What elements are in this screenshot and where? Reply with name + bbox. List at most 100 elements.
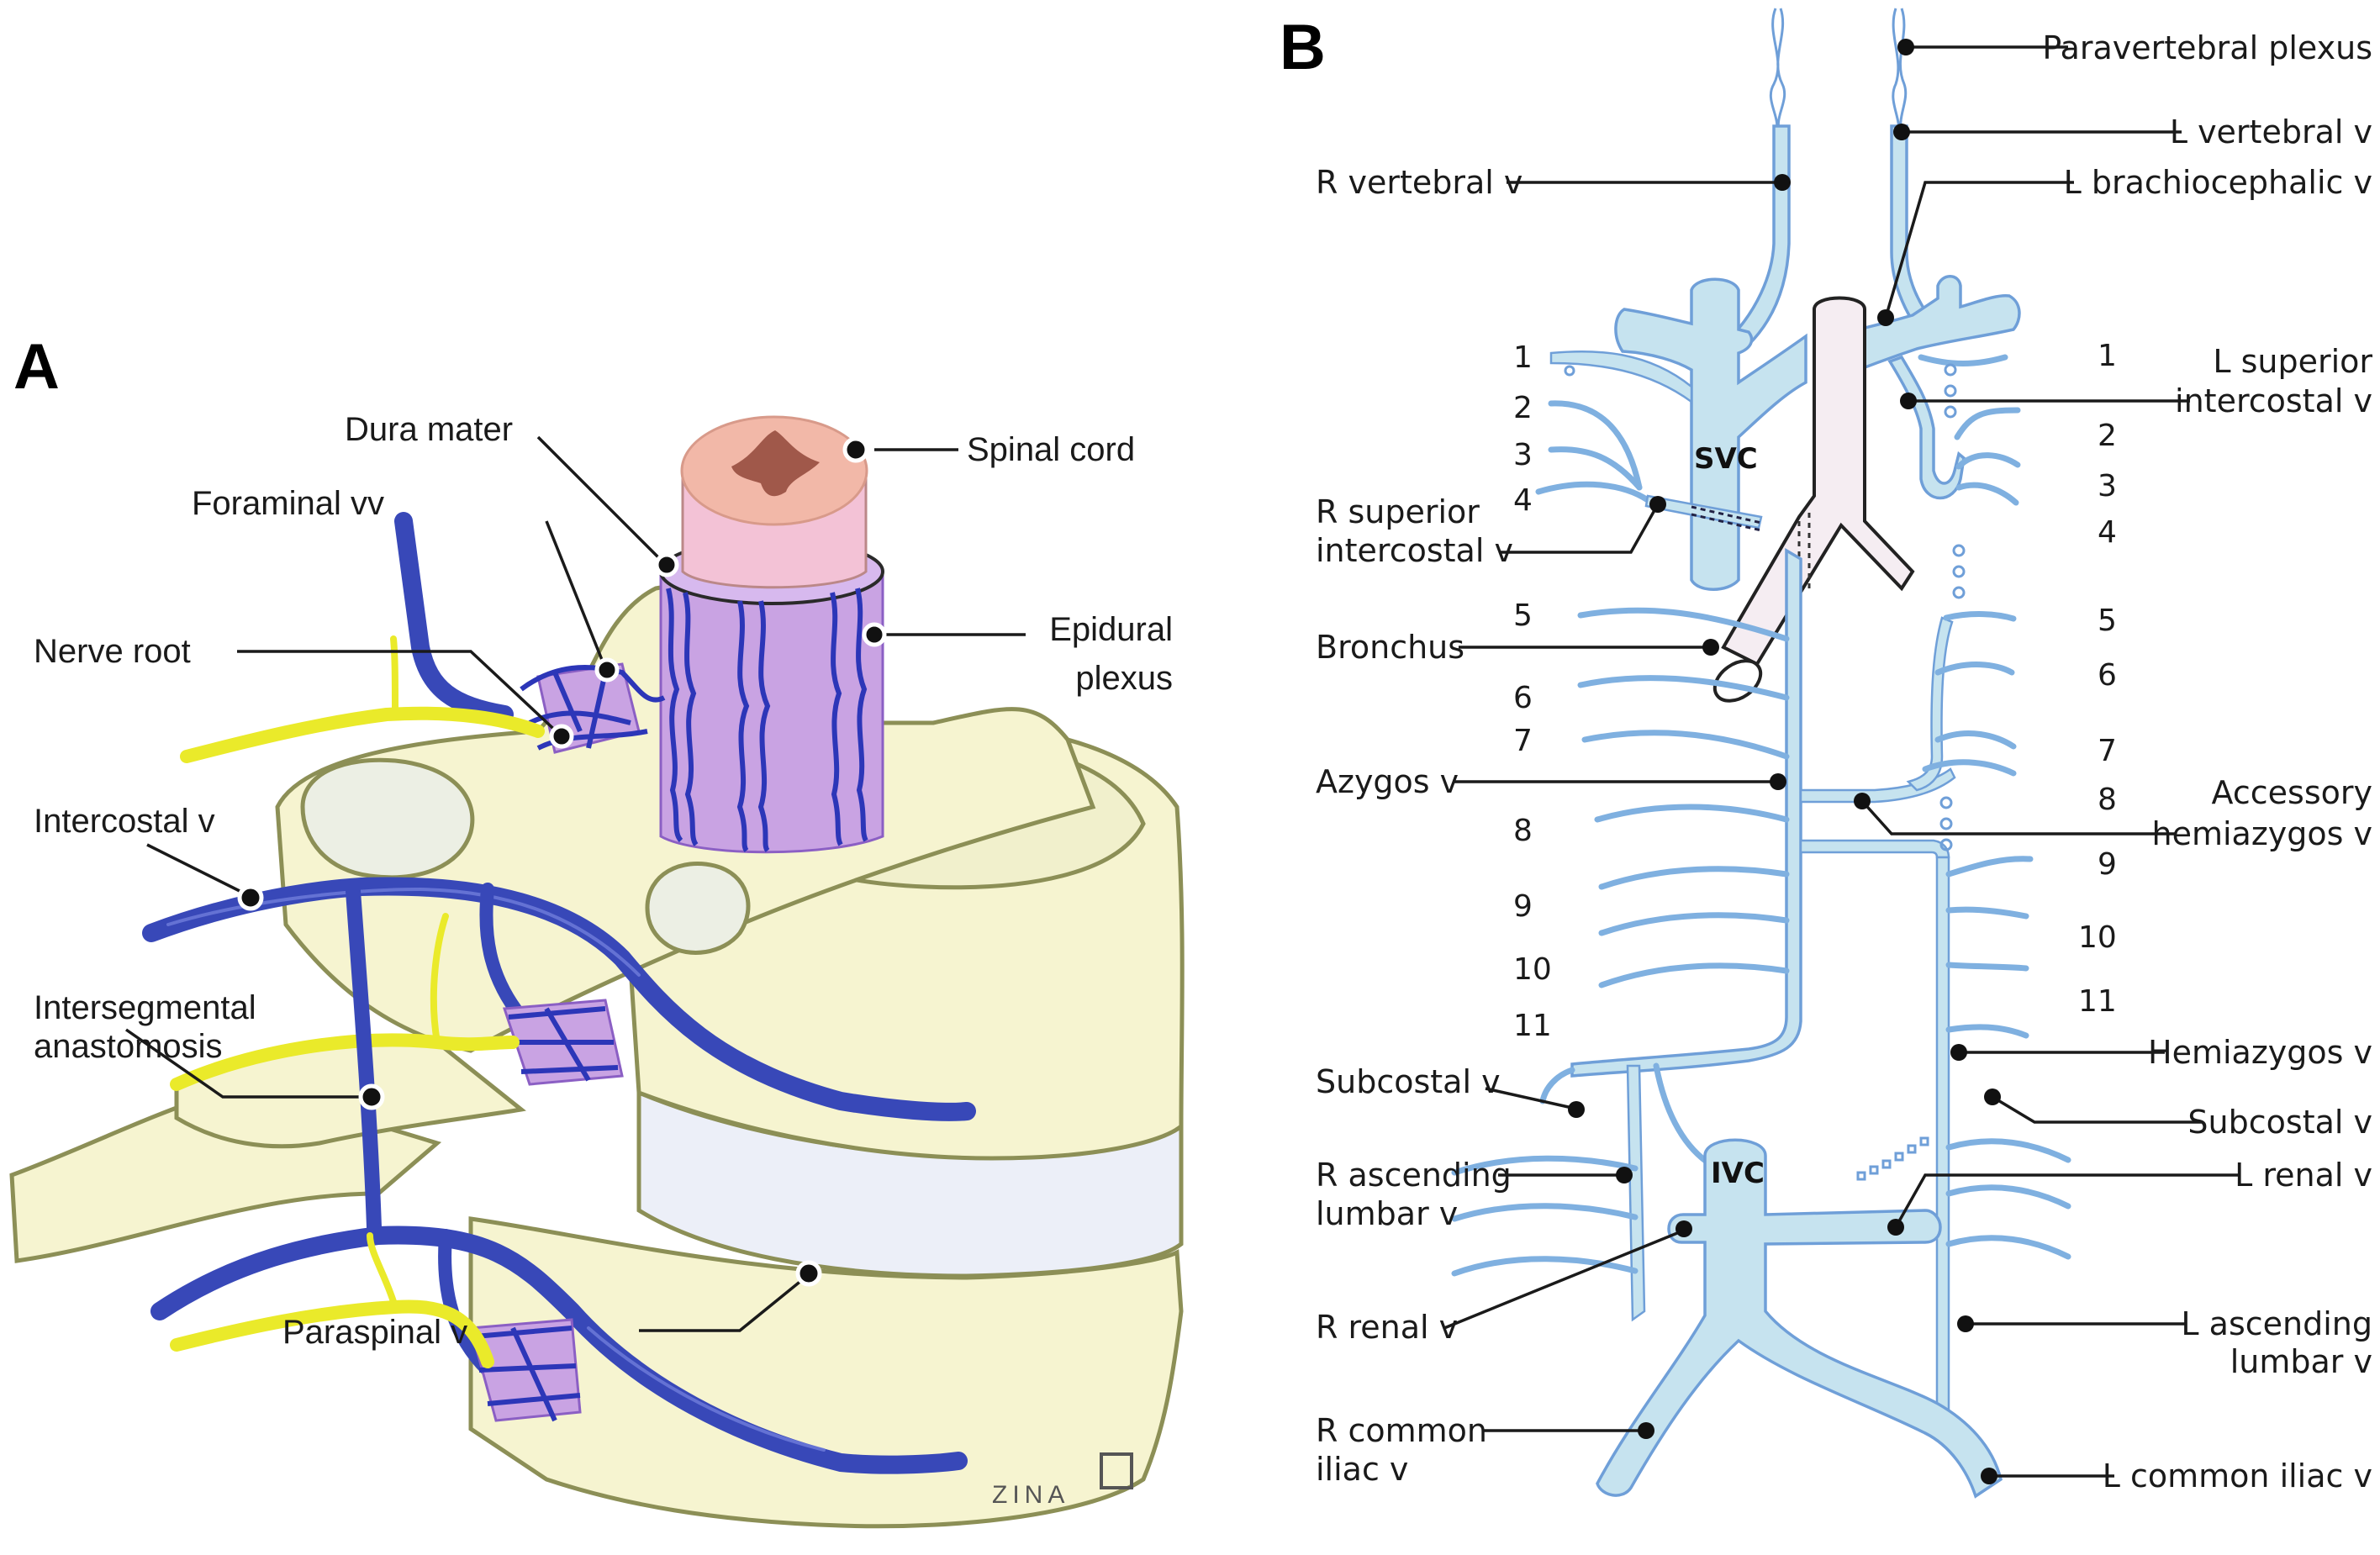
label-r-superior-intercostal-line2: intercostal v: [1316, 532, 1513, 569]
r-first-intercostal: [1549, 350, 1693, 404]
label-r-subcostal-v: Subcostal v: [1316, 1063, 1501, 1100]
rib-number-left: 3: [1513, 438, 1533, 472]
r-intercostal-2: [1548, 400, 1643, 491]
label-spinal-cord: Spinal cord: [967, 431, 1135, 468]
label-l-ascending-lumbar-line2: lumbar v: [2230, 1343, 2372, 1380]
rib-number-left: 7: [1513, 724, 1533, 758]
r-common-iliac-v-marker: [1638, 1422, 1654, 1439]
foraminal-branch-upper: [479, 883, 528, 1024]
rib-number-right: 6: [2098, 658, 2117, 693]
l-brachiocephalic-v-marker: [1877, 309, 1894, 326]
label-foraminal-vv: Foraminal vv: [192, 485, 384, 522]
trachea-hidden-edge: [1797, 513, 1811, 588]
r-superior-intercostal-v-marker: [1649, 496, 1666, 513]
r-subcostal-branch: [1539, 1067, 1575, 1104]
rib-number-left: 8: [1513, 814, 1533, 848]
gray-matter: [731, 430, 820, 497]
hemiazygos-v-marker: [1950, 1044, 1967, 1061]
epidural-plexus-marker: [862, 622, 887, 647]
label-intersegmental-line1: Intersegmental: [34, 989, 256, 1026]
l-intercostal-9: [1945, 856, 2034, 878]
hemiazygos-dotted-connections: [1564, 363, 1966, 1181]
label-l-ascending-lumbar-line1: L ascending: [2181, 1305, 2372, 1342]
label-l-subcostal-v: Subcostal v: [2187, 1104, 2372, 1141]
accessory-hemiazygos-v-marker: [1854, 793, 1871, 809]
rib-numbers-right: 1 2 3 4 5 6 7 8 9 10 11: [2078, 339, 2117, 1019]
paraspinal-v-marker: [795, 1260, 822, 1287]
r-intercostal-9: [1598, 866, 1790, 890]
azygos-v-marker: [1770, 773, 1786, 790]
facet-joint-oval: [300, 757, 475, 880]
r-intercostal-5: [1577, 607, 1790, 642]
r-ascending-lumbar-v-marker: [1616, 1167, 1633, 1183]
l-intercostal-5: [1943, 611, 2017, 622]
l-intercostal-2: [1954, 407, 2021, 440]
r-intercostal-11: [1598, 962, 1790, 988]
label-l-vertebral-v: L vertebral v: [2170, 113, 2372, 150]
nerve-root-mid-branch: [430, 913, 449, 1046]
nerve-root-lower-branch: [367, 1232, 398, 1310]
pedicle-oval: [645, 861, 751, 955]
label-accessory-hemiazygos-line1: Accessory: [2212, 774, 2372, 811]
r-subcostal-v-marker: [1568, 1101, 1585, 1118]
label-intercostal-v: Intercostal v: [34, 803, 215, 840]
label-r-superior-intercostal-line1: R superior: [1316, 493, 1480, 530]
nerve-root-lower: [170, 1299, 494, 1368]
r-intercostal-4: [1535, 481, 1651, 503]
label-r-vertebral-v: R vertebral v: [1316, 164, 1522, 201]
r-lumbar-1: [1451, 1155, 1639, 1176]
rib-number-left: 6: [1513, 681, 1533, 715]
svc: [1614, 277, 1807, 591]
l-vertebral-v-marker: [1893, 124, 1910, 140]
r-ascending-lumbar-vein: [1626, 1064, 1646, 1322]
accessory-cross-connection: [1799, 767, 1956, 804]
label-svc: SVC: [1694, 442, 1758, 476]
foraminal-vein-trunk: [394, 512, 514, 724]
hemiazygos-vein: [1935, 856, 1950, 1423]
rib-number-left: 9: [1513, 889, 1533, 924]
label-bronchus: Bronchus: [1316, 629, 1464, 666]
r-intercostal-6: [1577, 675, 1790, 701]
nerve-root-upper: [180, 706, 545, 763]
label-hemiazygos-v: Hemiazygos v: [2148, 1034, 2372, 1071]
panel-a: A: [9, 331, 1185, 1529]
label-l-superior-intercostal-line2: intercostal v: [2175, 382, 2372, 419]
label-l-renal-v: L renal v: [2235, 1157, 2372, 1194]
l-intercostal-11: [1945, 962, 2029, 972]
trachea: [1721, 296, 1915, 667]
accessory-hemiazygos-vein: [1906, 616, 1954, 792]
l-intercostal-4: [1955, 482, 2019, 506]
r-vertebral-vein: [1729, 124, 1791, 347]
l-intercostal-10: [1945, 906, 2029, 920]
l-renal-v-marker: [1887, 1219, 1904, 1236]
paravertebral-plexus-left: [1892, 8, 1908, 135]
intersegmental-anastomosis: [346, 883, 382, 1235]
epidural-plexus-vessels: [666, 588, 868, 852]
r-vertebral-v-marker: [1774, 174, 1791, 191]
hemiazygos-cross-connection: [1799, 839, 1950, 859]
panel-b: B: [1280, 8, 2372, 1499]
nerve-root-branch: [390, 635, 398, 718]
rib-number-right: 7: [2098, 734, 2117, 768]
rib-number-right: 3: [2098, 469, 2117, 503]
label-azygos-v: Azygos v: [1316, 763, 1459, 800]
l-lumbar-2: [1945, 1184, 2071, 1210]
paravertebral-plexus-marker: [1897, 39, 1914, 55]
l-superior-intercostal-v-marker: [1900, 393, 1917, 409]
l-intercostal-3: [1955, 452, 2021, 470]
r-superior-intercostal-hidden: [1691, 505, 1762, 532]
label-epidural-plexus-line2: plexus: [1075, 660, 1173, 697]
foraminal-network-lower: [474, 1326, 581, 1422]
rib-number-left: 4: [1513, 483, 1533, 518]
label-ivc: IVC: [1711, 1157, 1765, 1190]
label-l-common-iliac-v: L common iliac v: [2103, 1457, 2372, 1494]
intercostal-vein-lower: [150, 1226, 968, 1474]
label-r-ascending-lumbar-line1: R ascending: [1316, 1157, 1512, 1194]
l-intercostal-7: [1934, 730, 2017, 750]
label-r-common-iliac-line1: R common: [1316, 1412, 1487, 1449]
r-lumbar-3: [1451, 1256, 1639, 1277]
rib-number-left: 10: [1513, 952, 1552, 987]
nerve-root-marker: [549, 724, 574, 749]
azygos-vein: [1570, 547, 1802, 1078]
rib-number-right: 9: [2098, 847, 2117, 882]
